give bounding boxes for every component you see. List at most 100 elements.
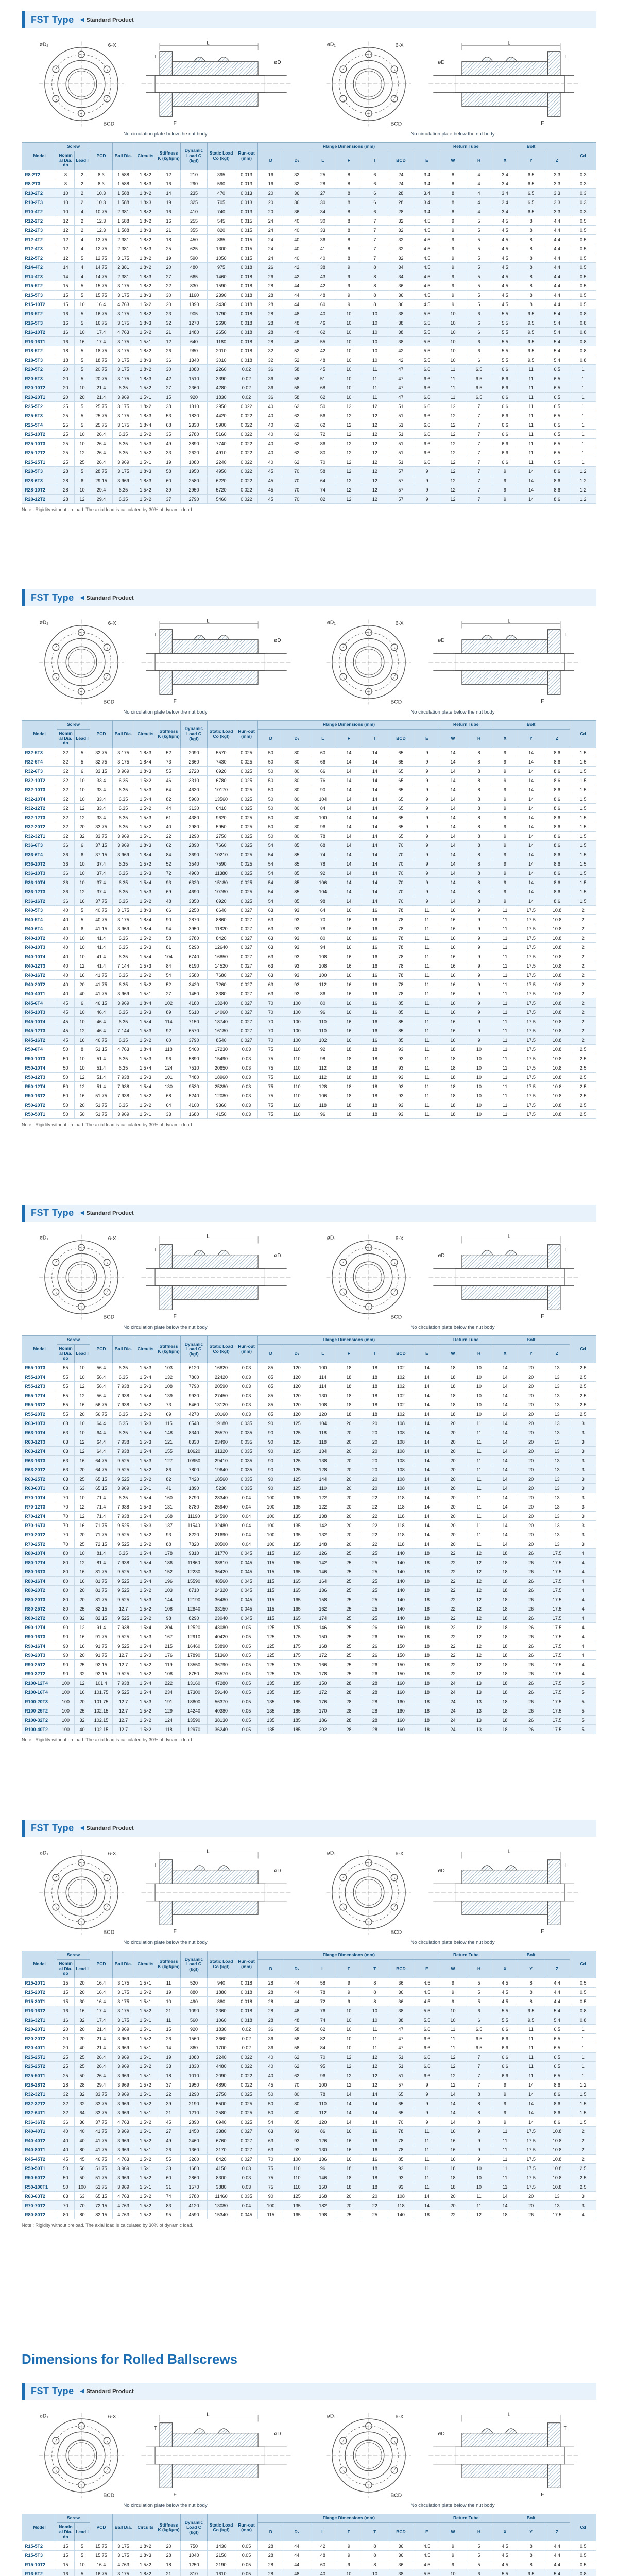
value-cell: 36 [310,234,336,245]
value-cell: 41.4 [90,942,113,953]
value-cell: 51 [387,411,415,421]
value-cell: 172 [310,1687,336,1698]
value-cell: 16 [57,2015,75,2025]
value-cell: 18 [414,1659,440,1670]
value-cell: 14 [414,1409,440,1419]
value-cell: 665 [180,272,208,282]
value-cell: 86 [310,989,336,999]
value-cell: 62 [310,327,336,337]
value-cell: 6.35 [112,485,135,495]
value-cell: 14 [335,2117,363,2127]
value-cell: 0.022 [235,494,259,504]
value-cell: 8 [466,840,492,851]
value-cell: 2890 [180,840,208,851]
flange-dia-label: øD₁ [40,1235,49,1241]
value-cell: 3.969 [112,766,135,776]
value-cell: 100 [283,998,311,1008]
value-cell: 53890 [207,1641,236,1651]
value-cell: 12 [466,1613,492,1623]
value-cell: 36790 [207,1659,236,1670]
column-subheader: BCD [387,2522,415,2542]
column-subheader: D₁ [283,150,311,171]
value-cell: 0.018 [235,2015,259,2025]
value-cell: 25 [74,457,91,467]
value-cell: 40 [74,2043,91,2053]
value-cell: 26 [518,1641,544,1651]
value-cell: 2.5 [570,1100,596,1110]
value-cell: 905 [180,309,208,319]
value-cell: 93 [387,2163,415,2174]
value-cell: 9 [439,244,467,254]
value-cell: 12 [439,429,467,439]
value-cell: 90 [258,1455,284,1466]
value-cell: 1.5×2 [134,2006,158,2016]
value-cell: 9 [491,831,519,841]
value-cell: 5 [74,411,91,421]
value-cell: 4.4 [543,1978,571,1988]
value-cell: 50 [57,1081,75,1092]
value-cell: 0.025 [235,748,259,758]
column-subheader: L [310,728,336,749]
value-cell: 21 [157,327,181,337]
value-cell: 45 [157,2117,181,2127]
value-cell: 9 [414,757,440,767]
value-cell: 14 [439,2108,467,2118]
body-dia-label: øD [438,2431,444,2437]
value-cell: 47 [387,374,415,384]
bolt-holes-label: 6-X [396,43,404,48]
value-cell: 63 [258,961,284,971]
value-cell: 34 [387,262,415,273]
value-cell: 1.5 [570,2108,596,2118]
value-cell: 135 [258,1687,284,1698]
value-cell: 9 [414,2080,440,2090]
value-cell: 5 [466,1978,492,1988]
column-subheader: Z [543,1959,571,1979]
value-cell: 9 [466,2126,492,2137]
value-cell: 51360 [207,1650,236,1660]
value-cell: 3.175 [112,2569,135,2576]
nut-section-drawing: L T F øD [141,2412,291,2498]
value-cell: 32 [283,170,311,180]
model-cell: R50-10T3 [22,1054,57,1064]
model-cell: R45-12T3 [22,1026,57,1036]
model-cell: R14-4T2 [22,262,57,273]
value-cell: 14 [518,775,544,786]
value-cell: 6.6 [491,2033,519,2044]
value-cell: 11 [491,1016,519,1027]
value-cell: 7 [362,234,388,245]
value-cell: 1.5×1 [134,1483,158,1494]
value-cell: 166 [310,1659,336,1670]
value-cell: 1590 [207,281,236,291]
value-cell: 130 [157,1081,181,1092]
value-cell: 3.969 [112,1109,135,1120]
value-cell: 1.5×3 [134,1007,158,1018]
value-cell: 4.5 [491,244,519,254]
model-cell: R12-4T2 [22,234,57,245]
model-cell: R40-16T2 [22,970,57,980]
value-cell: 14 [362,2098,388,2109]
value-cell: 7.938 [112,1446,135,1456]
value-cell: 36 [57,840,75,851]
value-cell: 8 [518,253,544,263]
value-cell: 6.5 [466,392,492,402]
value-cell: 11 [439,2024,467,2035]
value-cell: 17.5 [518,1100,544,1110]
value-cell: 98 [310,896,336,906]
value-cell: 69 [157,1409,181,1419]
value-cell: 40 [283,225,311,235]
technical-drawings: øD₁ BCD 6-X [22,1229,596,1332]
value-cell: 4.5 [491,262,519,273]
value-cell: 9 [439,1987,467,1997]
value-cell: 101.75 [90,1697,113,1707]
model-cell: R36-10T2 [22,859,57,869]
value-cell: 56.4 [90,1381,113,1392]
value-cell: 2 [570,952,596,962]
value-cell: 165 [283,1585,311,1596]
value-cell: 125 [258,1669,284,1679]
value-cell: 6.35 [112,1100,135,1110]
value-cell: 80 [283,812,311,823]
value-cell: 18 [335,1391,363,1401]
value-cell: 24320 [207,1585,236,1596]
